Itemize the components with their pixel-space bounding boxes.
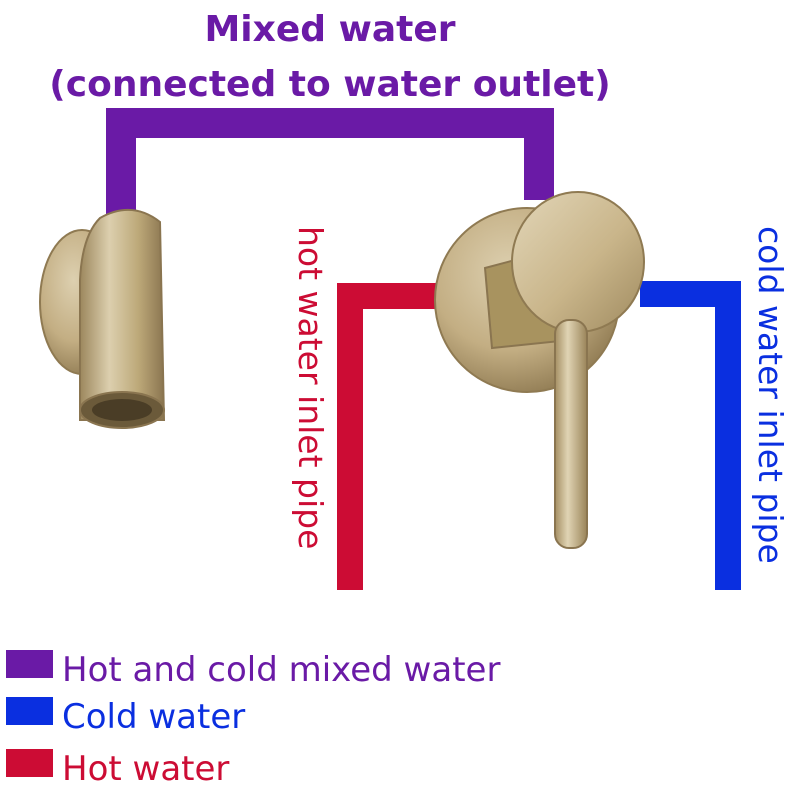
legend-swatch-hot — [6, 749, 53, 777]
mixer-valve-handle-icon — [434, 191, 645, 549]
legend-swatch-cold — [6, 697, 53, 725]
legend-label-mixed: Hot and cold mixed water — [62, 650, 501, 690]
faucet-spout-icon — [39, 208, 166, 429]
cold-pipe-label: cold water inlet pipe — [751, 226, 790, 564]
mixed-water-subtitle: (connected to water outlet) — [49, 64, 611, 105]
legend-label-hot: Hot water — [62, 749, 230, 789]
legend-label-cold: Cold water — [62, 697, 246, 737]
mixed-water-title: Mixed water — [204, 9, 456, 50]
cold-water-pipe — [640, 281, 741, 590]
mixed-water-pipe — [106, 108, 554, 215]
legend-swatch-mixed — [6, 650, 53, 678]
hot-pipe-label: hot water inlet pipe — [291, 226, 330, 550]
hot-water-pipe — [337, 283, 450, 590]
